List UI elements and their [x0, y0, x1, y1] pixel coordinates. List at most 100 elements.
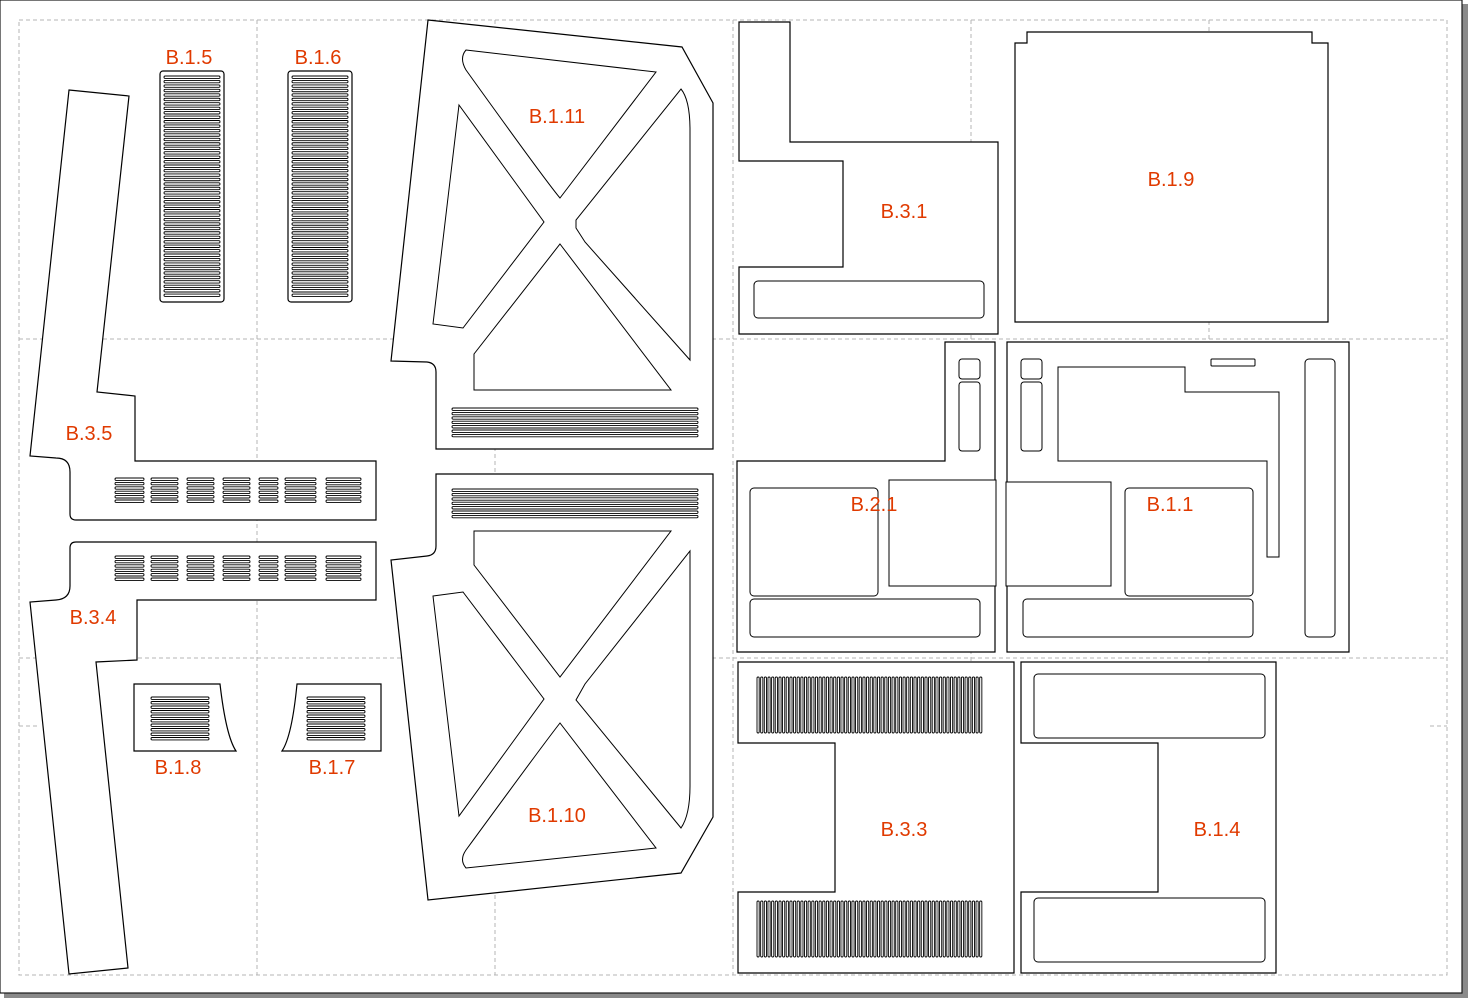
slot	[778, 900, 782, 958]
slot	[258, 555, 279, 559]
slot	[186, 559, 215, 564]
slot	[163, 151, 221, 155]
label-b-3-1: B.3.1	[881, 201, 928, 223]
slot	[939, 676, 943, 734]
slot	[284, 568, 317, 573]
slot	[291, 186, 349, 191]
slot	[325, 568, 362, 573]
slot	[291, 191, 349, 195]
slot	[939, 900, 943, 958]
slot	[163, 271, 221, 275]
slot	[833, 900, 837, 958]
slot	[291, 249, 349, 253]
slot	[451, 407, 699, 411]
slot	[284, 481, 317, 486]
slot	[325, 559, 362, 564]
slot	[291, 177, 349, 182]
slot	[150, 499, 179, 503]
slot	[807, 676, 811, 734]
slot	[150, 714, 210, 718]
part-b-3-3	[737, 661, 1015, 974]
slot	[163, 222, 221, 226]
slot	[291, 284, 349, 288]
slot	[284, 555, 317, 559]
slot	[906, 676, 910, 734]
vent-slots	[291, 75, 349, 297]
slot	[291, 75, 349, 79]
slot	[291, 142, 349, 146]
slot	[928, 900, 932, 958]
slot	[964, 900, 968, 958]
slot	[186, 568, 215, 573]
slot	[920, 900, 924, 958]
slot	[306, 696, 366, 700]
slot	[887, 900, 892, 958]
slot	[325, 555, 362, 559]
slot	[163, 262, 221, 266]
slot	[163, 93, 221, 97]
slot	[291, 151, 349, 155]
slot	[163, 249, 221, 253]
slot	[451, 506, 699, 510]
slot	[760, 900, 764, 958]
slot	[222, 490, 251, 495]
slot	[291, 289, 349, 293]
slot	[186, 573, 215, 577]
slot	[150, 486, 179, 490]
slot	[778, 676, 782, 734]
slot	[814, 900, 819, 958]
slot	[150, 705, 210, 709]
slot	[796, 900, 800, 958]
slot	[913, 900, 917, 958]
slot	[291, 173, 349, 177]
slot	[163, 204, 221, 208]
slot	[800, 900, 804, 958]
part-b-1-4	[1020, 661, 1277, 974]
slot	[811, 676, 815, 734]
slot	[150, 701, 210, 705]
slot	[163, 137, 221, 142]
slot	[957, 676, 961, 734]
part-labels: B.1.5 B.1.6 B.1.11 B.1.9 B.3.1 B.3.5 B.2…	[66, 47, 1241, 841]
slot	[222, 495, 251, 499]
slot	[306, 705, 366, 709]
slot	[767, 676, 771, 734]
slot	[291, 120, 349, 124]
slot	[325, 564, 362, 568]
label-b-1-4: B.1.4	[1194, 819, 1241, 841]
slot	[789, 676, 793, 734]
slot	[291, 244, 349, 248]
slot	[258, 481, 279, 486]
slot	[862, 900, 866, 958]
slot	[891, 676, 895, 734]
slot	[950, 676, 954, 734]
slot	[825, 900, 829, 958]
slot	[291, 106, 349, 111]
slot	[291, 262, 349, 266]
slot	[960, 676, 965, 734]
slot	[291, 271, 349, 275]
slot	[150, 696, 210, 700]
slot	[880, 900, 884, 958]
slot	[931, 900, 935, 958]
slot	[451, 420, 699, 425]
slot	[291, 293, 349, 297]
slot	[774, 900, 778, 958]
slot	[291, 93, 349, 97]
slot	[291, 200, 349, 204]
slot	[291, 137, 349, 142]
slot	[114, 577, 145, 581]
slot	[222, 486, 251, 490]
slot	[284, 499, 317, 503]
slot	[814, 676, 819, 734]
slot	[291, 128, 349, 133]
slot	[222, 499, 251, 503]
slot	[163, 258, 221, 262]
slot	[946, 900, 950, 958]
slot	[163, 142, 221, 146]
slot	[163, 84, 221, 88]
slot	[163, 240, 221, 244]
slot	[284, 486, 317, 490]
slot	[114, 486, 145, 490]
